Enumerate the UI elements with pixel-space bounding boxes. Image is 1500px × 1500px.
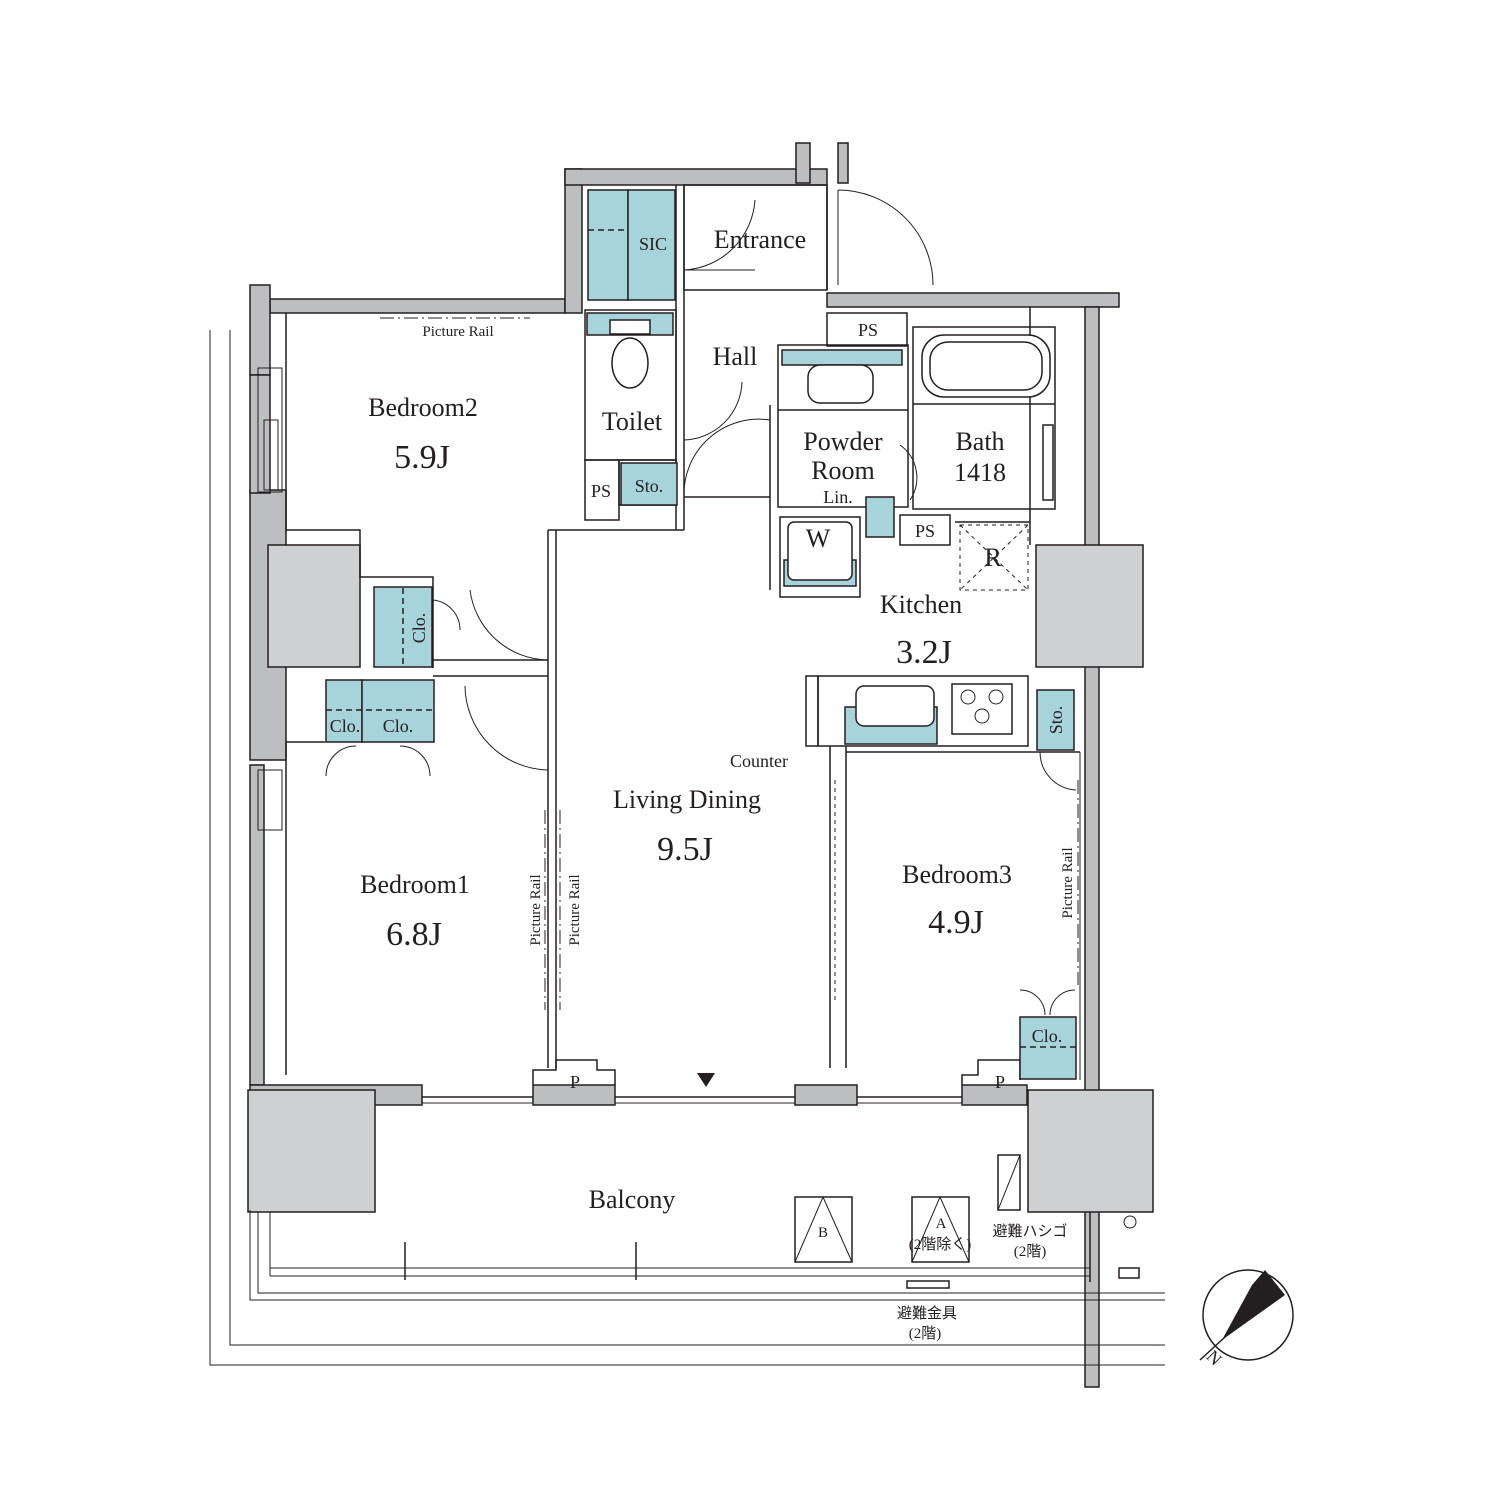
label-powder-2: Room — [811, 456, 875, 485]
label-pipe-right: P — [995, 1072, 1005, 1092]
label-toilet: Toilet — [602, 407, 663, 436]
label-lin: Lin. — [823, 487, 853, 507]
label-ladder-1: 避難ハシゴ — [992, 1222, 1067, 1240]
label-picture-rail-left2: Picture Rail — [567, 874, 583, 945]
label-unit-b: B — [818, 1225, 828, 1241]
label-fitting-1: 避難金具 — [897, 1305, 957, 1322]
label-clo-bedroom1-b: Clo. — [383, 716, 414, 736]
column-right — [1035, 544, 1144, 668]
label-sic: SIC — [639, 234, 667, 254]
label-unit-a-note: (2階除く) — [909, 1236, 972, 1253]
label-picture-rail-right: Picture Rail — [1060, 847, 1076, 918]
label-ps-left: PS — [591, 481, 611, 501]
label-living: Living Dining — [613, 785, 761, 814]
label-pipe-left: P — [570, 1072, 580, 1092]
north-arrow-icon — [1199, 1269, 1294, 1361]
toilet-icon — [609, 319, 651, 389]
label-bedroom1: Bedroom1 — [360, 870, 470, 899]
label-bath: Bath — [955, 427, 1004, 456]
label-clo-bedroom2: Clo. — [409, 613, 429, 644]
label-bedroom3-size: 4.9J — [928, 904, 984, 941]
label-counter: Counter — [730, 751, 788, 771]
fixtures — [609, 319, 1054, 735]
label-kitchen: Kitchen — [880, 590, 962, 619]
label-ps-top: PS — [858, 320, 878, 340]
washer-icon — [787, 521, 853, 581]
label-clo-bedroom1-a: Clo. — [330, 716, 361, 736]
fridge-icon — [959, 524, 1029, 591]
label-bedroom2-size: 5.9J — [394, 439, 450, 476]
label-bath-size: 1418 — [954, 458, 1006, 487]
label-clo-bedroom3: Clo. — [1032, 1026, 1063, 1046]
washbasin-icon — [807, 364, 874, 404]
column-balcony-left — [247, 1089, 376, 1213]
label-ps-right: PS — [915, 521, 935, 541]
label-bedroom1-size: 6.8J — [386, 916, 442, 953]
picture-rails — [285, 317, 1079, 1040]
label-fitting-2: (2階) — [909, 1325, 942, 1342]
label-picture-rail-top: Picture Rail — [422, 324, 493, 340]
label-hall: Hall — [713, 342, 758, 371]
label-washer: W — [806, 524, 831, 553]
stove-icon — [951, 683, 1013, 735]
label-picture-rail-left1: Picture Rail — [528, 874, 544, 945]
label-sto-hall: Sto. — [635, 476, 664, 496]
label-powder-1: Powder — [803, 427, 883, 456]
column-balcony-right — [1027, 1089, 1154, 1213]
label-entrance: Entrance — [714, 225, 806, 254]
label-sto-kitchen: Sto. — [1046, 706, 1066, 735]
label-unit-a: A — [936, 1216, 947, 1232]
bathtub-icon — [921, 334, 1054, 501]
column-left — [267, 544, 361, 668]
label-ladder-2: (2階) — [1014, 1243, 1047, 1260]
label-compass-n: N — [1203, 1346, 1226, 1369]
label-living-size: 9.5J — [657, 831, 713, 868]
balcony-outline — [209, 330, 1165, 1366]
doors — [325, 189, 1077, 1016]
windows-left — [257, 367, 283, 1080]
label-bedroom3: Bedroom3 — [902, 860, 1012, 889]
sink-icon — [855, 685, 935, 727]
label-fridge: R — [984, 543, 1002, 572]
label-kitchen-size: 3.2J — [896, 634, 952, 671]
label-bedroom2: Bedroom2 — [368, 393, 478, 422]
label-balcony: Balcony — [589, 1185, 676, 1214]
labels: Entrance SIC Hall Toilet PS PS PS Sto. P… — [330, 225, 1226, 1369]
